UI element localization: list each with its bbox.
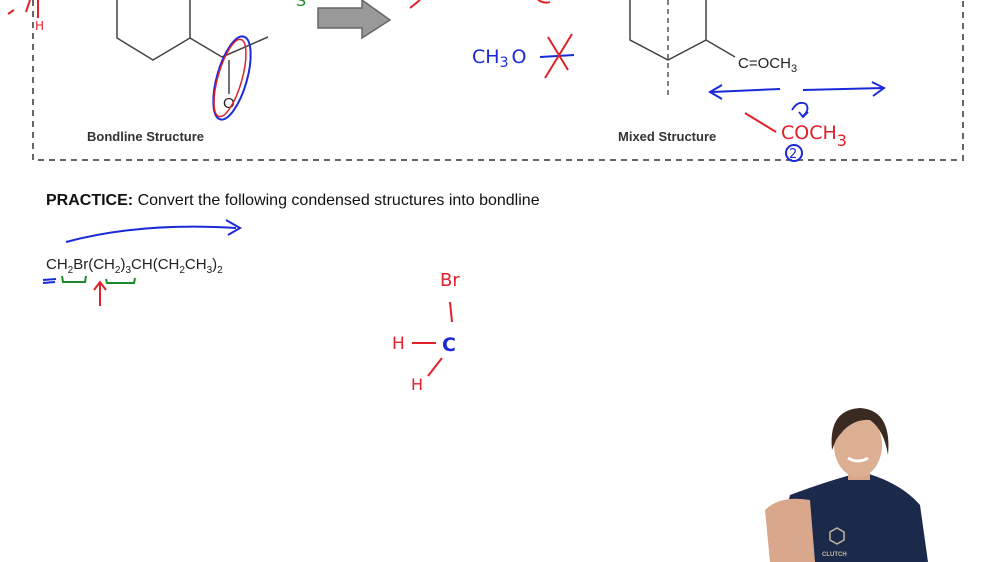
formula-sub: 2 [67,265,74,276]
mixed-label: Mixed Structure [618,129,716,144]
formula-part: ) [120,256,126,273]
shirt-logo-text: CLUTCH [822,552,847,558]
practice-heading: PRACTICE: [46,192,134,209]
blue-bond-line [539,54,575,58]
clutch-logo-icon [829,527,845,545]
red-bond-line [744,112,777,133]
formula-sub: 2 [217,265,223,276]
formula-part: ) [212,256,218,273]
formula-part: CH(CH [131,256,180,273]
presenter-video [765,408,928,562]
formula-sub: 2 [114,265,121,276]
example-panel-border [32,0,964,161]
formula-part: CH [184,256,207,273]
drawing-h-bottom: H [411,375,423,394]
circled-number: 2 [789,147,797,162]
bondline-label: Bondline Structure [87,129,204,144]
formula-sub: 3 [125,265,132,276]
blue-equals-mark [42,278,57,284]
top-left-h: H [35,19,44,33]
practice-instruction: Convert the following condensed structur… [137,192,540,209]
right-arrow-icon [802,81,886,97]
red-up-arrow-icon [93,280,107,306]
green-brackets [61,275,136,284]
condensed-formula: CH2Br(CH2)3CH(CH2CH3)2 [46,256,223,276]
conversion-arrow-icon [317,0,392,40]
red-bond-marks [7,0,39,18]
circled-number-badge [785,144,803,162]
curved-arrow-icon [791,101,809,119]
coch3-annotation: COCH3 [781,122,847,150]
formula-part: CH [46,256,68,273]
bondline-oxygen: O [223,95,235,112]
red-strokes [409,0,551,9]
drawing-h-left: H [392,334,405,354]
drawing-br: Br [440,270,460,291]
formula-part: Br(CH [73,256,115,273]
mixed-group-label: C=OCH3 [738,55,797,75]
mixed-structure [629,0,736,61]
green-annotation: S [296,0,306,10]
drawing-bond-h-bottom [427,357,443,377]
red-circle-annotation [213,38,247,118]
drawing-bond-br [449,301,453,323]
drawing-carbon: C [442,334,456,356]
red-cross-icon [544,33,573,79]
formula-sub: 3 [206,265,213,276]
blue-direction-arrow-icon [65,219,242,243]
formula-sub: 2 [179,265,185,276]
left-arrow-icon [708,84,781,100]
practice-prompt: PRACTICE: Convert the following condense… [46,192,540,210]
blue-circle-annotation [212,35,252,121]
